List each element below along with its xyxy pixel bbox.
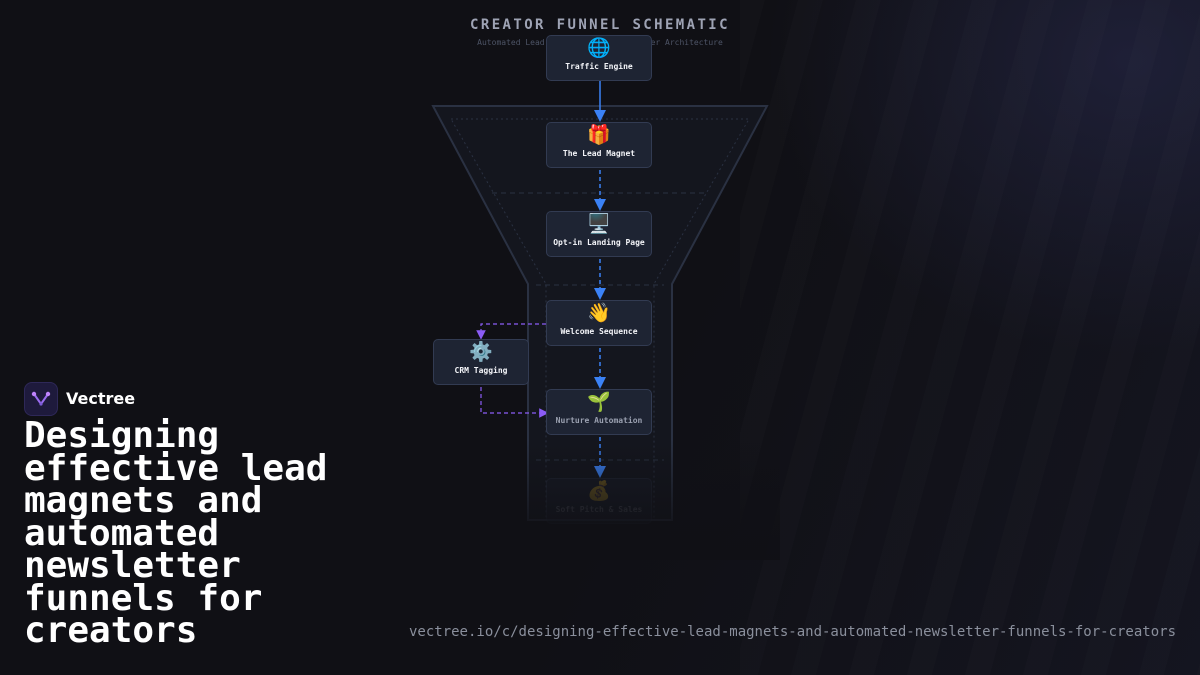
node-lead-magnet: 🎁 The Lead Magnet xyxy=(546,122,652,168)
node-label: Soft Pitch & Sales xyxy=(555,505,643,514)
node-welcome-sequence: 👋 Welcome Sequence xyxy=(546,300,652,346)
article-url: vectree.io/c/designing-effective-lead-ma… xyxy=(408,624,1176,640)
node-label: Welcome Sequence xyxy=(560,327,638,336)
node-opt-in-landing-page: 🖥️ Opt-in Landing Page xyxy=(546,211,652,257)
node-label: Nurture Automation xyxy=(555,416,643,425)
node-traffic-engine: 🌐 Traffic Engine xyxy=(546,35,652,81)
vectree-logo-icon xyxy=(24,382,58,416)
brand-name: Vectree xyxy=(66,389,136,408)
node-nurture-automation: 🌱 Nurture Automation xyxy=(546,389,652,435)
connector-welcome-crm xyxy=(476,323,546,340)
desktop-computer-icon: 🖥️ xyxy=(587,213,611,235)
node-label: CRM Tagging xyxy=(454,366,508,375)
money-bag-icon: 💰 xyxy=(587,480,611,502)
connector-crm-nurture xyxy=(480,387,549,418)
node-label: Opt-in Landing Page xyxy=(553,238,645,247)
diagram-title: CREATOR FUNNEL SCHEMATIC xyxy=(470,17,730,33)
gear-icon: ⚙️ xyxy=(469,341,493,363)
seedling-icon: 🌱 xyxy=(587,391,611,413)
background-rays xyxy=(740,0,1200,675)
node-soft-pitch-sales: 💰 Soft Pitch & Sales xyxy=(546,478,652,524)
node-label: The Lead Magnet xyxy=(562,149,636,158)
waving-hand-icon: 👋 xyxy=(587,302,611,324)
node-crm-tagging: ⚙️ CRM Tagging xyxy=(433,339,529,385)
gift-icon: 🎁 xyxy=(587,124,611,146)
page-headline: Designing effective lead magnets and aut… xyxy=(24,415,328,651)
globe-icon: 🌐 xyxy=(587,37,611,59)
node-label: Traffic Engine xyxy=(565,62,633,71)
